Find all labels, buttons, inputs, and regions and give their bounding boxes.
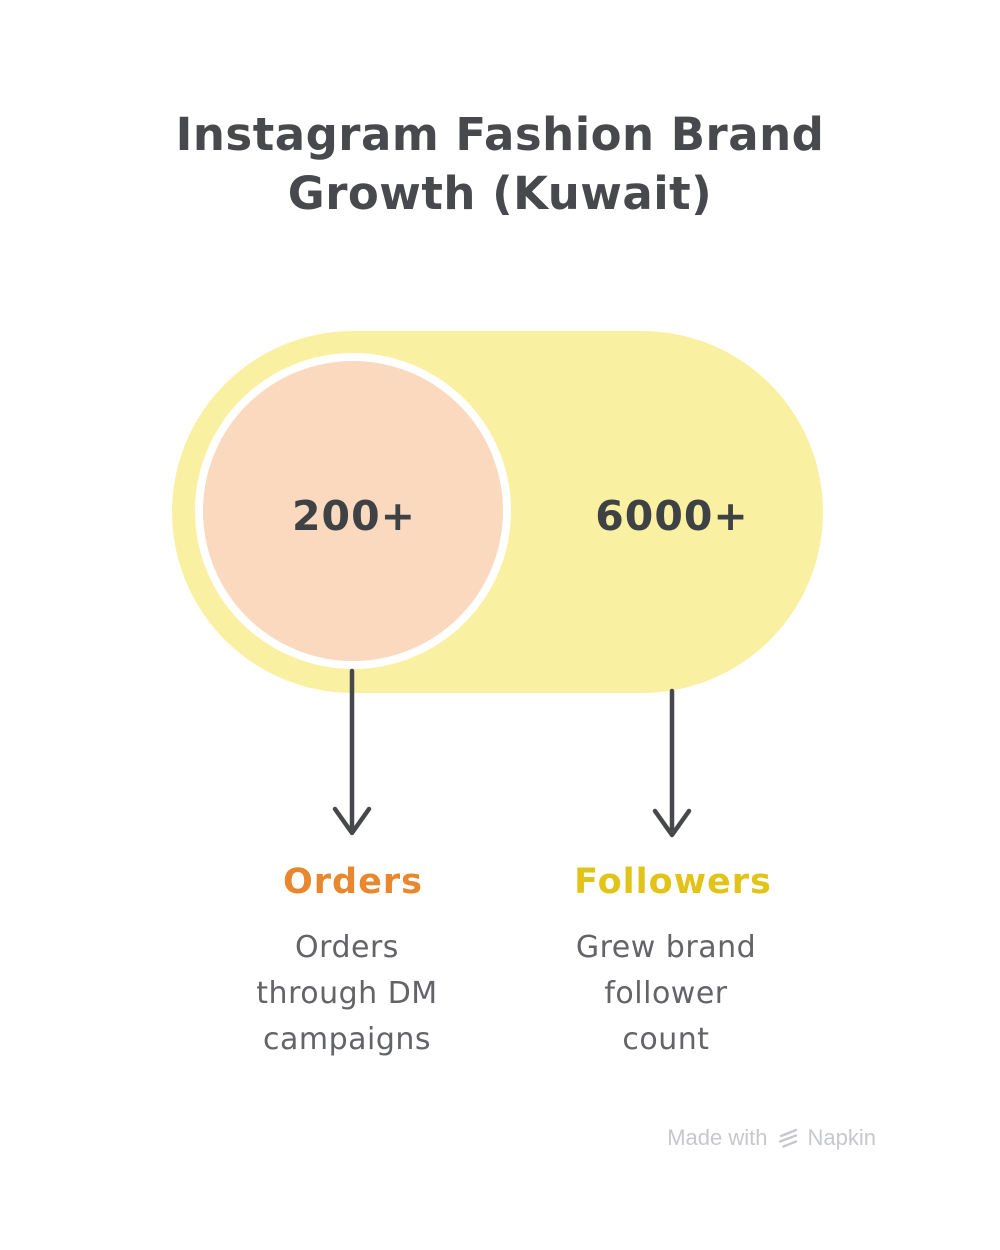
followers-value: 6000+ [595,492,749,540]
watermark-brand-text: Napkin [807,1125,876,1150]
watermark-made-with-text: Made with [667,1125,768,1150]
orders-label: Orders [283,862,423,902]
napkin-logo-icon [778,1128,797,1148]
watermark: Made with Napkin [667,1123,876,1153]
followers-label: Followers [574,862,772,902]
orders-value: 200+ [292,492,416,540]
page-title: Instagram Fashion Brand Growth (Kuwait) [175,108,825,220]
orders-circle-shape [195,353,511,669]
followers-down-arrow-icon [652,688,692,838]
followers-description: Grew brand follower count [575,930,757,1057]
orders-description: Orders through DM campaigns [256,930,438,1057]
orders-down-arrow-icon [332,668,372,836]
